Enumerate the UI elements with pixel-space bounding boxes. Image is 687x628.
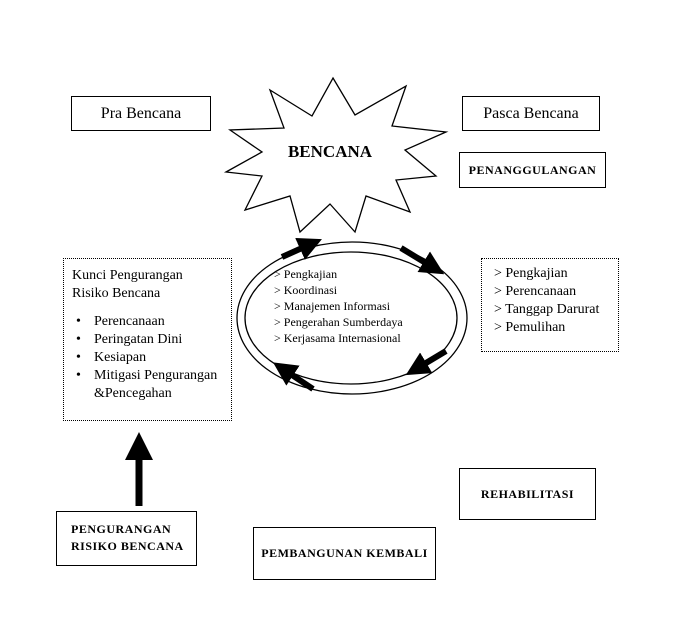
pra-bencana-label: Pra Bencana — [100, 104, 182, 122]
cycle-arrow-bottom-right — [405, 348, 448, 376]
penanggulangan-label: PENANGGULANGAN — [468, 162, 597, 177]
cycle-arrow-bottom-left — [273, 362, 315, 392]
kunci-list: Perencanaan Peringatan Dini Kesiapan Mit… — [72, 313, 227, 403]
cycle-item: > Koordinasi — [274, 283, 338, 297]
pengurangan-box: PENGURANGAN RISIKO BENCANA — [56, 511, 197, 566]
pasca-item: > Tanggap Darurat — [494, 302, 600, 317]
kunci-box: Kunci Pengurangan Risiko Bencana Perenca… — [63, 258, 232, 421]
cycle-item: > Kerjasama Internasional — [274, 331, 401, 345]
kunci-title-line2: Risiko Bencana — [72, 286, 161, 301]
kunci-item: Kesiapan — [72, 349, 227, 367]
bencana-label: BENCANA — [287, 142, 373, 161]
penanggulangan-box: PENANGGULANGAN — [459, 152, 606, 188]
pengurangan-line1: PENGURANGAN — [71, 522, 172, 536]
cycle-item: > Pengerahan Sumberdaya — [274, 315, 403, 329]
cycle-list: > Pengkajian > Koordinasi > Manajemen In… — [274, 266, 403, 346]
bencana-label-wrap: BENCANA — [270, 140, 390, 164]
pembangunan-box: PEMBANGUNAN KEMBALI — [253, 527, 436, 580]
kunci-item: Perencanaan — [72, 313, 227, 331]
pembangunan-label: PEMBANGUNAN KEMBALI — [261, 546, 428, 560]
kunci-item: Mitigasi Pengurangan — [72, 367, 227, 385]
pasca-item: > Perencanaan — [494, 284, 577, 299]
pasca-bencana-box: Pasca Bencana — [462, 96, 600, 131]
pasca-item: > Pemulihan — [494, 320, 566, 335]
rehabilitasi-box: REHABILITASI — [459, 468, 596, 520]
pra-bencana-box: Pra Bencana — [71, 96, 211, 131]
cycle-item: > Manajemen Informasi — [274, 299, 391, 313]
pengurangan-line2: RISIKO BENCANA — [71, 539, 184, 553]
cycle-arrow-top-right — [399, 245, 445, 275]
cycle-inner-ellipse — [244, 251, 458, 385]
pasca-list-box: > Pengkajian > Perencanaan > Tanggap Dar… — [481, 258, 619, 352]
pasca-item: > Pengkajian — [494, 266, 568, 281]
cycle-outer-ellipse — [236, 241, 468, 395]
cycle-arrow-top-left — [280, 237, 322, 260]
cycle-item: > Pengkajian — [274, 267, 338, 281]
rehabilitasi-label: REHABILITASI — [480, 486, 575, 501]
starburst-shape — [223, 76, 449, 234]
pasca-bencana-label: Pasca Bencana — [483, 104, 579, 122]
kunci-item-continuation: &Pencegahan — [94, 386, 172, 401]
kunci-item: Peringatan Dini — [72, 331, 227, 349]
kunci-title-line1: Kunci Pengurangan — [72, 268, 183, 283]
